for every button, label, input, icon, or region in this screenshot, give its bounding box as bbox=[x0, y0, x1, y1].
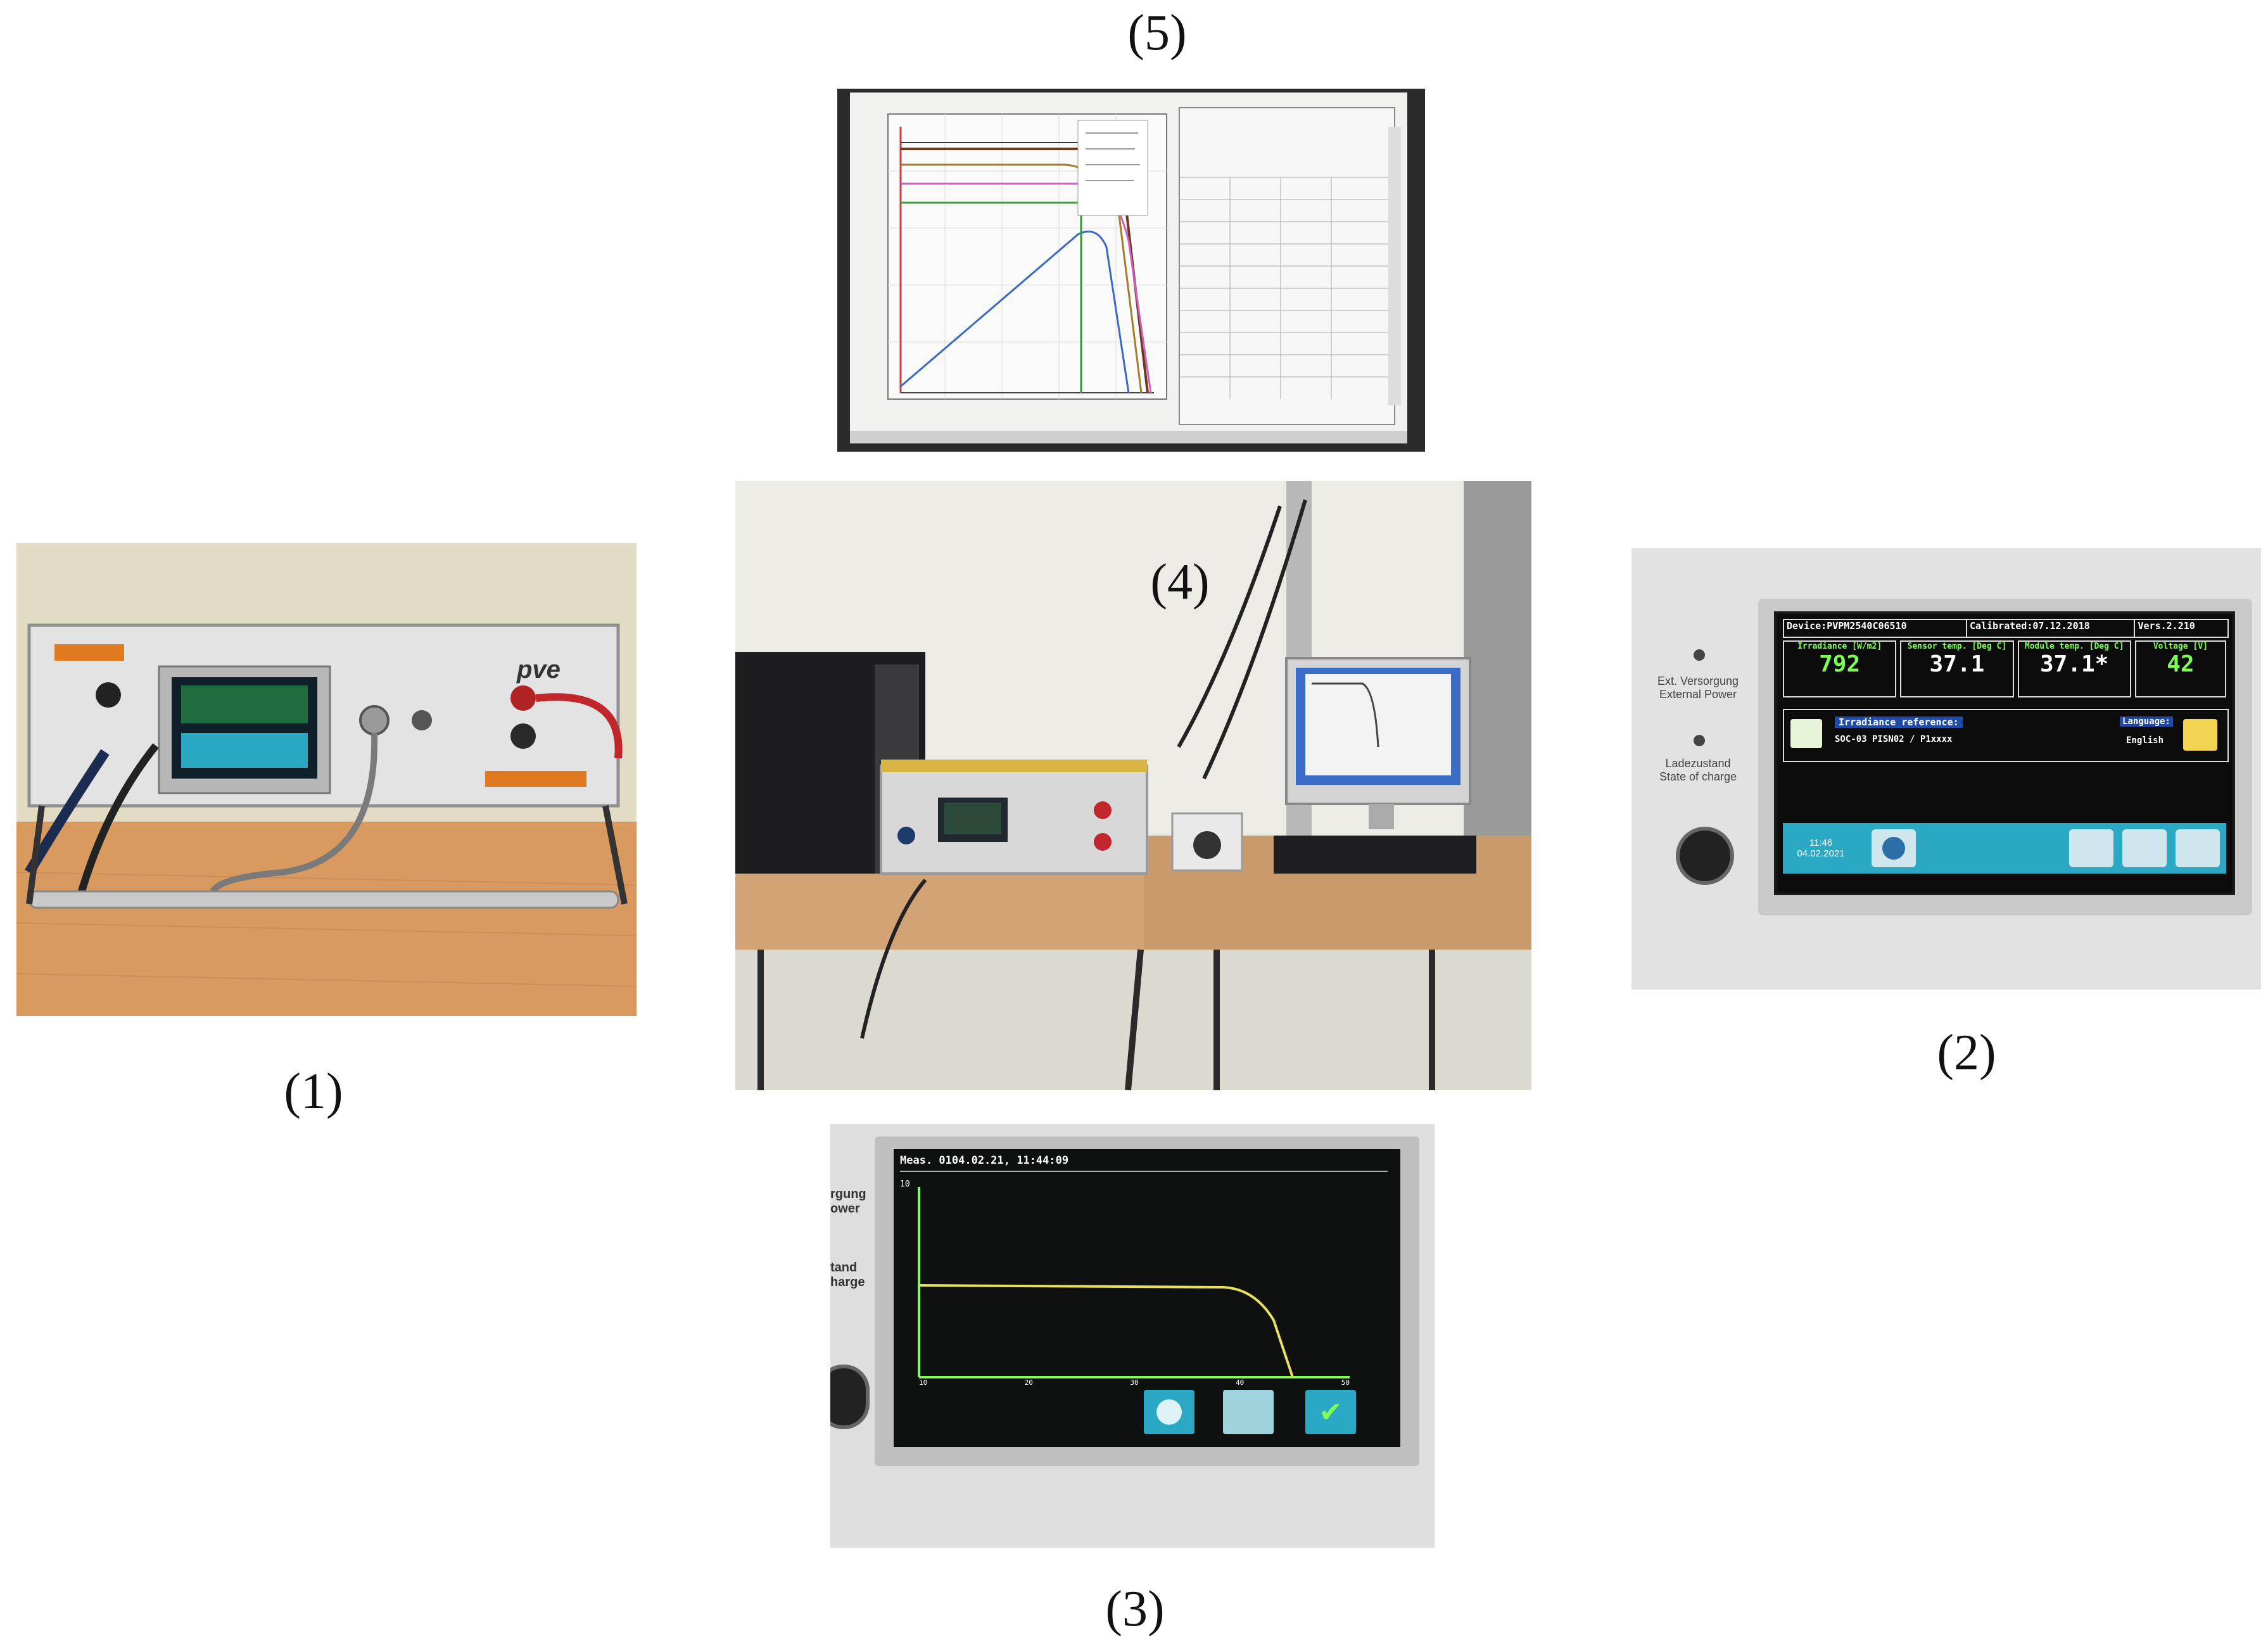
bottom-toolbar: 11:46 04.02.2021 bbox=[1783, 823, 2226, 874]
irradiance-reference-label: Irradiance reference: bbox=[1835, 716, 1963, 728]
panel-label-4: (4) bbox=[1150, 554, 1210, 610]
device-screen: Device:PVPM2540C06510 Calibrated:07.12.2… bbox=[1774, 611, 2235, 895]
confirm-button[interactable]: ✔ bbox=[1305, 1390, 1356, 1434]
irradiance-cell: Irradiance [W/m2] 792 bbox=[1783, 640, 1897, 697]
readings-row: Irradiance [W/m2] 792 Sensor temp. [Deg … bbox=[1783, 640, 2226, 697]
photo-device-iv-curve: rgung ower tand harge Meas. 0104.02.21, … bbox=[830, 1124, 1435, 1548]
chart-button[interactable] bbox=[2176, 829, 2220, 867]
sensor-temp-cell: Sensor temp. [Deg C] 37.1 bbox=[1900, 640, 2014, 697]
device-screen-iv: Meas. 0104.02.21, 11:44:09 10 10 20 30 4… bbox=[894, 1149, 1400, 1447]
side-label-cut: rgung ower tand harge bbox=[830, 1187, 866, 1289]
panel-label-3: (3) bbox=[1105, 1581, 1165, 1637]
language-value: English bbox=[2126, 735, 2164, 746]
panel-label-1: (1) bbox=[284, 1064, 343, 1119]
checkmark-icon: ✔ bbox=[1319, 1396, 1343, 1429]
photo-iv-software-screen bbox=[837, 89, 1425, 452]
power-led bbox=[1694, 649, 1705, 661]
iv-curve-plot bbox=[918, 1187, 1350, 1378]
measure-button[interactable] bbox=[1144, 1390, 1194, 1434]
folder-button[interactable] bbox=[2069, 829, 2113, 867]
clock-readout: 11:46 04.02.2021 bbox=[1797, 837, 1845, 859]
header-underline bbox=[900, 1171, 1388, 1172]
measure-button[interactable] bbox=[1872, 829, 1916, 867]
side-label-power: Ext. Versorgung External Power bbox=[1657, 675, 1739, 701]
save-button[interactable] bbox=[1223, 1390, 1274, 1434]
language-label: Language: bbox=[2120, 716, 2173, 727]
firmware-version: Vers.2.210 bbox=[2138, 620, 2195, 632]
language-switch-icon[interactable] bbox=[2183, 719, 2217, 751]
photo-measurement-screen: Ext. Versorgung External Power Ladezusta… bbox=[1631, 548, 2261, 990]
y-axis-max-label: 10 bbox=[900, 1180, 910, 1189]
charge-led bbox=[1694, 735, 1705, 746]
pve-brand-logo: pve bbox=[517, 656, 561, 684]
panel-label-2: (2) bbox=[1937, 1025, 1996, 1081]
device-id: Device:PVPM2540C06510 bbox=[1784, 620, 1968, 637]
calibrated-date: Calibrated:07.12.2018 bbox=[1967, 620, 2136, 637]
photo-lab-setup bbox=[735, 481, 1531, 1090]
irradiance-reference-value: SOC-03 PISN02 / P1xxxx bbox=[1835, 734, 1953, 744]
power-socket bbox=[1676, 827, 1734, 885]
reference-note-icon bbox=[1790, 719, 1822, 748]
photo-pvpm-instrument: pve bbox=[16, 543, 637, 1016]
panel-label-5: (5) bbox=[1127, 5, 1187, 61]
x-axis-ticks: 10 20 30 40 50 bbox=[919, 1378, 1350, 1387]
voltage-cell: Voltage [V] 42 bbox=[2134, 640, 2226, 697]
side-label-charge: Ladezustand State of charge bbox=[1659, 757, 1737, 783]
power-socket-partial bbox=[830, 1365, 870, 1429]
irradiance-reference-row: Irradiance reference: SOC-03 PISN02 / P1… bbox=[1783, 709, 2229, 762]
measure-icon bbox=[1156, 1399, 1182, 1425]
device-settings-button[interactable] bbox=[2122, 829, 2167, 867]
screen-header-row: Device:PVPM2540C06510 Calibrated:07.12.2… bbox=[1783, 619, 2229, 638]
module-temp-cell: Module temp. [Deg C] 37.1* bbox=[2017, 640, 2131, 697]
measurement-header: Meas. 0104.02.21, 11:44:09 bbox=[900, 1154, 1069, 1167]
measure-icon bbox=[1882, 837, 1905, 860]
